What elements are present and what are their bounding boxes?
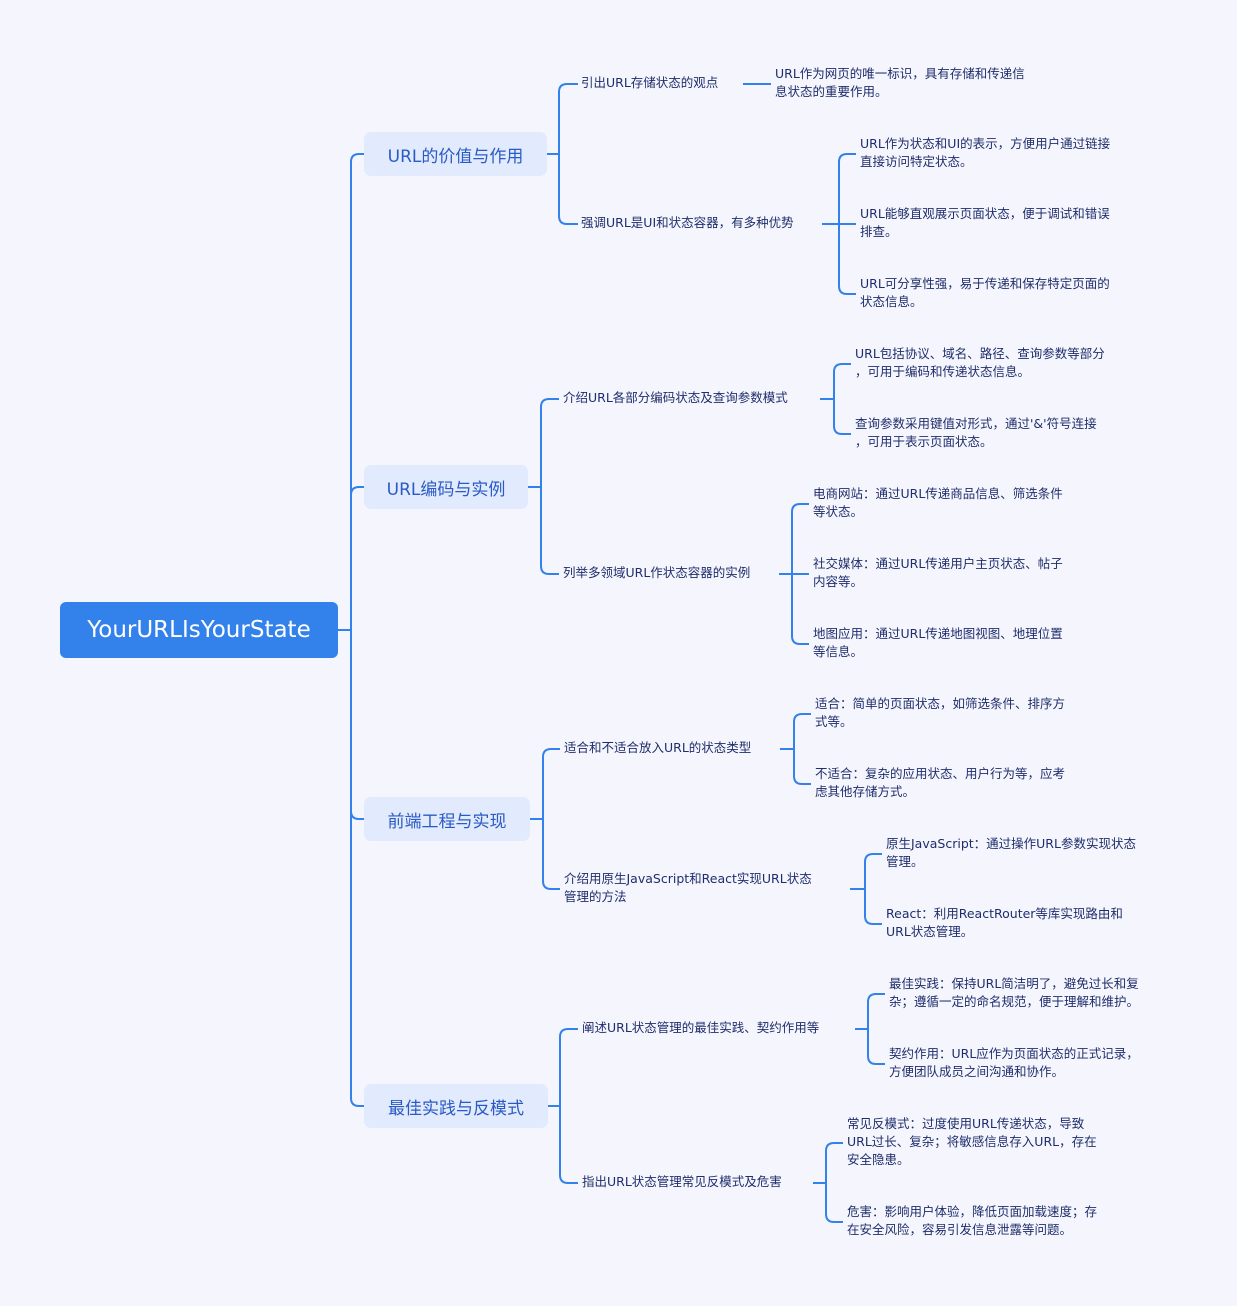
- leaf-node-line: URL可分享性强，易于传递和保存特定页面的: [860, 276, 1110, 291]
- leaf-node-line: 社交媒体：通过URL传递用户主页状态、帖子: [813, 556, 1063, 571]
- leaf-node[interactable]: URL能够直观展示页面状态，便于调试和错误排查。: [860, 205, 1110, 241]
- subtopic-node[interactable]: 引出URL存储状态的观点: [581, 74, 718, 92]
- subtopic-node-line: 列举多领域URL作状态容器的实例: [563, 565, 751, 580]
- leaf-node[interactable]: URL可分享性强，易于传递和保存特定页面的状态信息。: [860, 275, 1110, 311]
- leaf-node-line: ，可用于表示页面状态。: [855, 434, 993, 449]
- subtopic-node-line: 适合和不适合放入URL的状态类型: [564, 740, 752, 755]
- leaf-node[interactable]: 危害：影响用户体验，降低页面加载速度；存在安全风险，容易引发信息泄露等问题。: [847, 1203, 1097, 1239]
- subtopic-node-line: 引出URL存储状态的观点: [581, 75, 719, 90]
- leaf-node[interactable]: 适合：简单的页面状态，如筛选条件、排序方式等。: [815, 695, 1065, 731]
- leaf-connector: [820, 363, 851, 435]
- leaf-node-line: URL状态管理。: [886, 924, 974, 939]
- leaf-node[interactable]: 查询参数采用键值对形式，通过'&'符号连接 ，可用于表示页面状态。: [855, 415, 1097, 451]
- leaf-node[interactable]: 不适合：复杂的应用状态、用户行为等，应考虑其他存储方式。: [815, 765, 1065, 801]
- leaf-node-line: URL包括协议、域名、路径、查询参数等部分: [855, 346, 1105, 361]
- leaf-node-line: 原生JavaScript：通过操作URL参数实现状态: [886, 836, 1136, 851]
- leaf-node-line: ，可用于编码和传递状态信息。: [855, 364, 1031, 379]
- leaf-node-line: 地图应用：通过URL传递地图视图、地理位置: [813, 626, 1063, 641]
- leaf-node-line: 等状态。: [813, 504, 864, 519]
- leaf-node[interactable]: 契约作用：URL应作为页面状态的正式记录， 方便团队成员之间沟通和协作。: [889, 1045, 1139, 1081]
- leaf-node-line: URL过长、复杂；将敏感信息存入URL，存在: [847, 1134, 1097, 1149]
- leaf-node-line: 常见反模式：过度使用URL传递状态，导致: [847, 1116, 1085, 1131]
- leaf-node[interactable]: URL作为状态和UI的表示，方便用户通过链接直接访问特定状态。: [860, 135, 1110, 171]
- leaf-node[interactable]: 最佳实践：保持URL简洁明了，避免过长和复杂；遵循一定的命名规范，便于理解和维护…: [889, 975, 1139, 1011]
- leaf-node-line: 最佳实践：保持URL简洁明了，避免过长和复: [889, 976, 1139, 991]
- root-node[interactable]: YourURLIsYourState: [60, 602, 338, 658]
- leaf-node-line: 管理。: [886, 854, 924, 869]
- leaf-node-line: URL作为状态和UI的表示，方便用户通过链接: [860, 136, 1111, 151]
- subtopic-node-line: 介绍用原生JavaScript和React实现URL状态: [564, 871, 812, 886]
- subtopic-node-line: 指出URL状态管理常见反模式及危害: [582, 1174, 782, 1189]
- leaf-node-line: 不适合：复杂的应用状态、用户行为等，应考: [815, 766, 1066, 781]
- branch-connector: [528, 398, 559, 575]
- leaf-node-line: 状态信息。: [860, 294, 923, 309]
- leaf-connector: [850, 853, 882, 925]
- leaf-connector: [780, 713, 811, 785]
- subtopic-node[interactable]: 介绍用原生JavaScript和React实现URL状态管理的方法: [564, 870, 812, 906]
- leaf-node-line: 契约作用：URL应作为页面状态的正式记录，: [889, 1046, 1139, 1061]
- subtopic-node[interactable]: 强调URL是UI和状态容器，有多种优势: [581, 214, 794, 232]
- leaf-node[interactable]: 社交媒体：通过URL传递用户主页状态、帖子内容等。: [813, 555, 1063, 591]
- branch-connector: [530, 748, 560, 890]
- subtopic-node[interactable]: 适合和不适合放入URL的状态类型: [564, 739, 751, 757]
- leaf-node-line: 式等。: [815, 714, 853, 729]
- leaf-node[interactable]: React：利用ReactRouter等库实现路由和 URL状态管理。: [886, 905, 1123, 941]
- leaf-node-line: React：利用ReactRouter等库实现路由和: [886, 906, 1123, 921]
- leaf-node[interactable]: 原生JavaScript：通过操作URL参数实现状态管理。: [886, 835, 1136, 871]
- leaf-node[interactable]: 常见反模式：过度使用URL传递状态，导致 URL过长、复杂；将敏感信息存入URL，…: [847, 1115, 1097, 1169]
- leaf-node-line: 方便团队成员之间沟通和协作。: [889, 1064, 1065, 1079]
- leaf-node-line: 内容等。: [813, 574, 864, 589]
- subtopic-node[interactable]: 介绍URL各部分编码状态及查询参数模式: [563, 389, 788, 407]
- leaf-node[interactable]: URL包括协议、域名、路径、查询参数等部分 ，可用于编码和传递状态信息。: [855, 345, 1105, 381]
- leaf-connector: [779, 503, 809, 645]
- leaf-node[interactable]: URL作为网页的唯一标识，具有存储和传递信息状态的重要作用。: [775, 65, 1025, 101]
- branch-connector: [547, 83, 578, 225]
- subtopic-node-line: 强调URL是UI和状态容器，有多种优势: [581, 215, 794, 230]
- subtopic-node[interactable]: 阐述URL状态管理的最佳实践、契约作用等: [582, 1019, 819, 1037]
- leaf-node-line: 直接访问特定状态。: [860, 154, 973, 169]
- leaf-node-line: 危害：影响用户体验，降低页面加载速度；存: [847, 1204, 1098, 1219]
- leaf-node-line: 安全隐患。: [847, 1152, 910, 1167]
- leaf-connector: [822, 153, 856, 295]
- branch-connector: [548, 1028, 578, 1184]
- subtopic-node[interactable]: 指出URL状态管理常见反模式及危害: [582, 1173, 782, 1191]
- leaf-node-line: 电商网站：通过URL传递商品信息、筛选条件: [813, 486, 1063, 501]
- leaf-node-line: 杂；遵循一定的命名规范，便于理解和维护。: [889, 994, 1140, 1009]
- subtopic-node[interactable]: 列举多领域URL作状态容器的实例: [563, 564, 750, 582]
- branch-node[interactable]: 最佳实践与反模式: [364, 1084, 548, 1128]
- leaf-node[interactable]: 电商网站：通过URL传递商品信息、筛选条件等状态。: [813, 485, 1063, 521]
- leaf-node-line: 等信息。: [813, 644, 864, 659]
- subtopic-node-line: 介绍URL各部分编码状态及查询参数模式: [563, 390, 788, 405]
- leaf-node-line: 适合：简单的页面状态，如筛选条件、排序方: [815, 696, 1066, 711]
- leaf-connector: [813, 1142, 843, 1223]
- leaf-node-line: 查询参数采用键值对形式，通过'&'符号连接: [855, 416, 1097, 431]
- leaf-node-line: 排查。: [860, 224, 898, 239]
- leaf-node-line: 在安全风险，容易引发信息泄露等问题。: [847, 1222, 1073, 1237]
- leaf-node[interactable]: 地图应用：通过URL传递地图视图、地理位置等信息。: [813, 625, 1063, 661]
- subtopic-node-line: 阐述URL状态管理的最佳实践、契约作用等: [582, 1020, 820, 1035]
- leaf-node-line: URL作为网页的唯一标识，具有存储和传递信: [775, 66, 1025, 81]
- leaf-node-line: 息状态的重要作用。: [775, 84, 888, 99]
- subtopic-node-line: 管理的方法: [564, 889, 627, 904]
- branch-node[interactable]: URL的价值与作用: [364, 132, 547, 176]
- leaf-node-line: URL能够直观展示页面状态，便于调试和错误: [860, 206, 1110, 221]
- branch-node[interactable]: URL编码与实例: [364, 465, 528, 509]
- leaf-node-line: 虑其他存储方式。: [815, 784, 916, 799]
- leaf-connector: [855, 993, 885, 1065]
- branch-node[interactable]: 前端工程与实现: [364, 797, 530, 841]
- trunk-connector: [338, 153, 364, 1107]
